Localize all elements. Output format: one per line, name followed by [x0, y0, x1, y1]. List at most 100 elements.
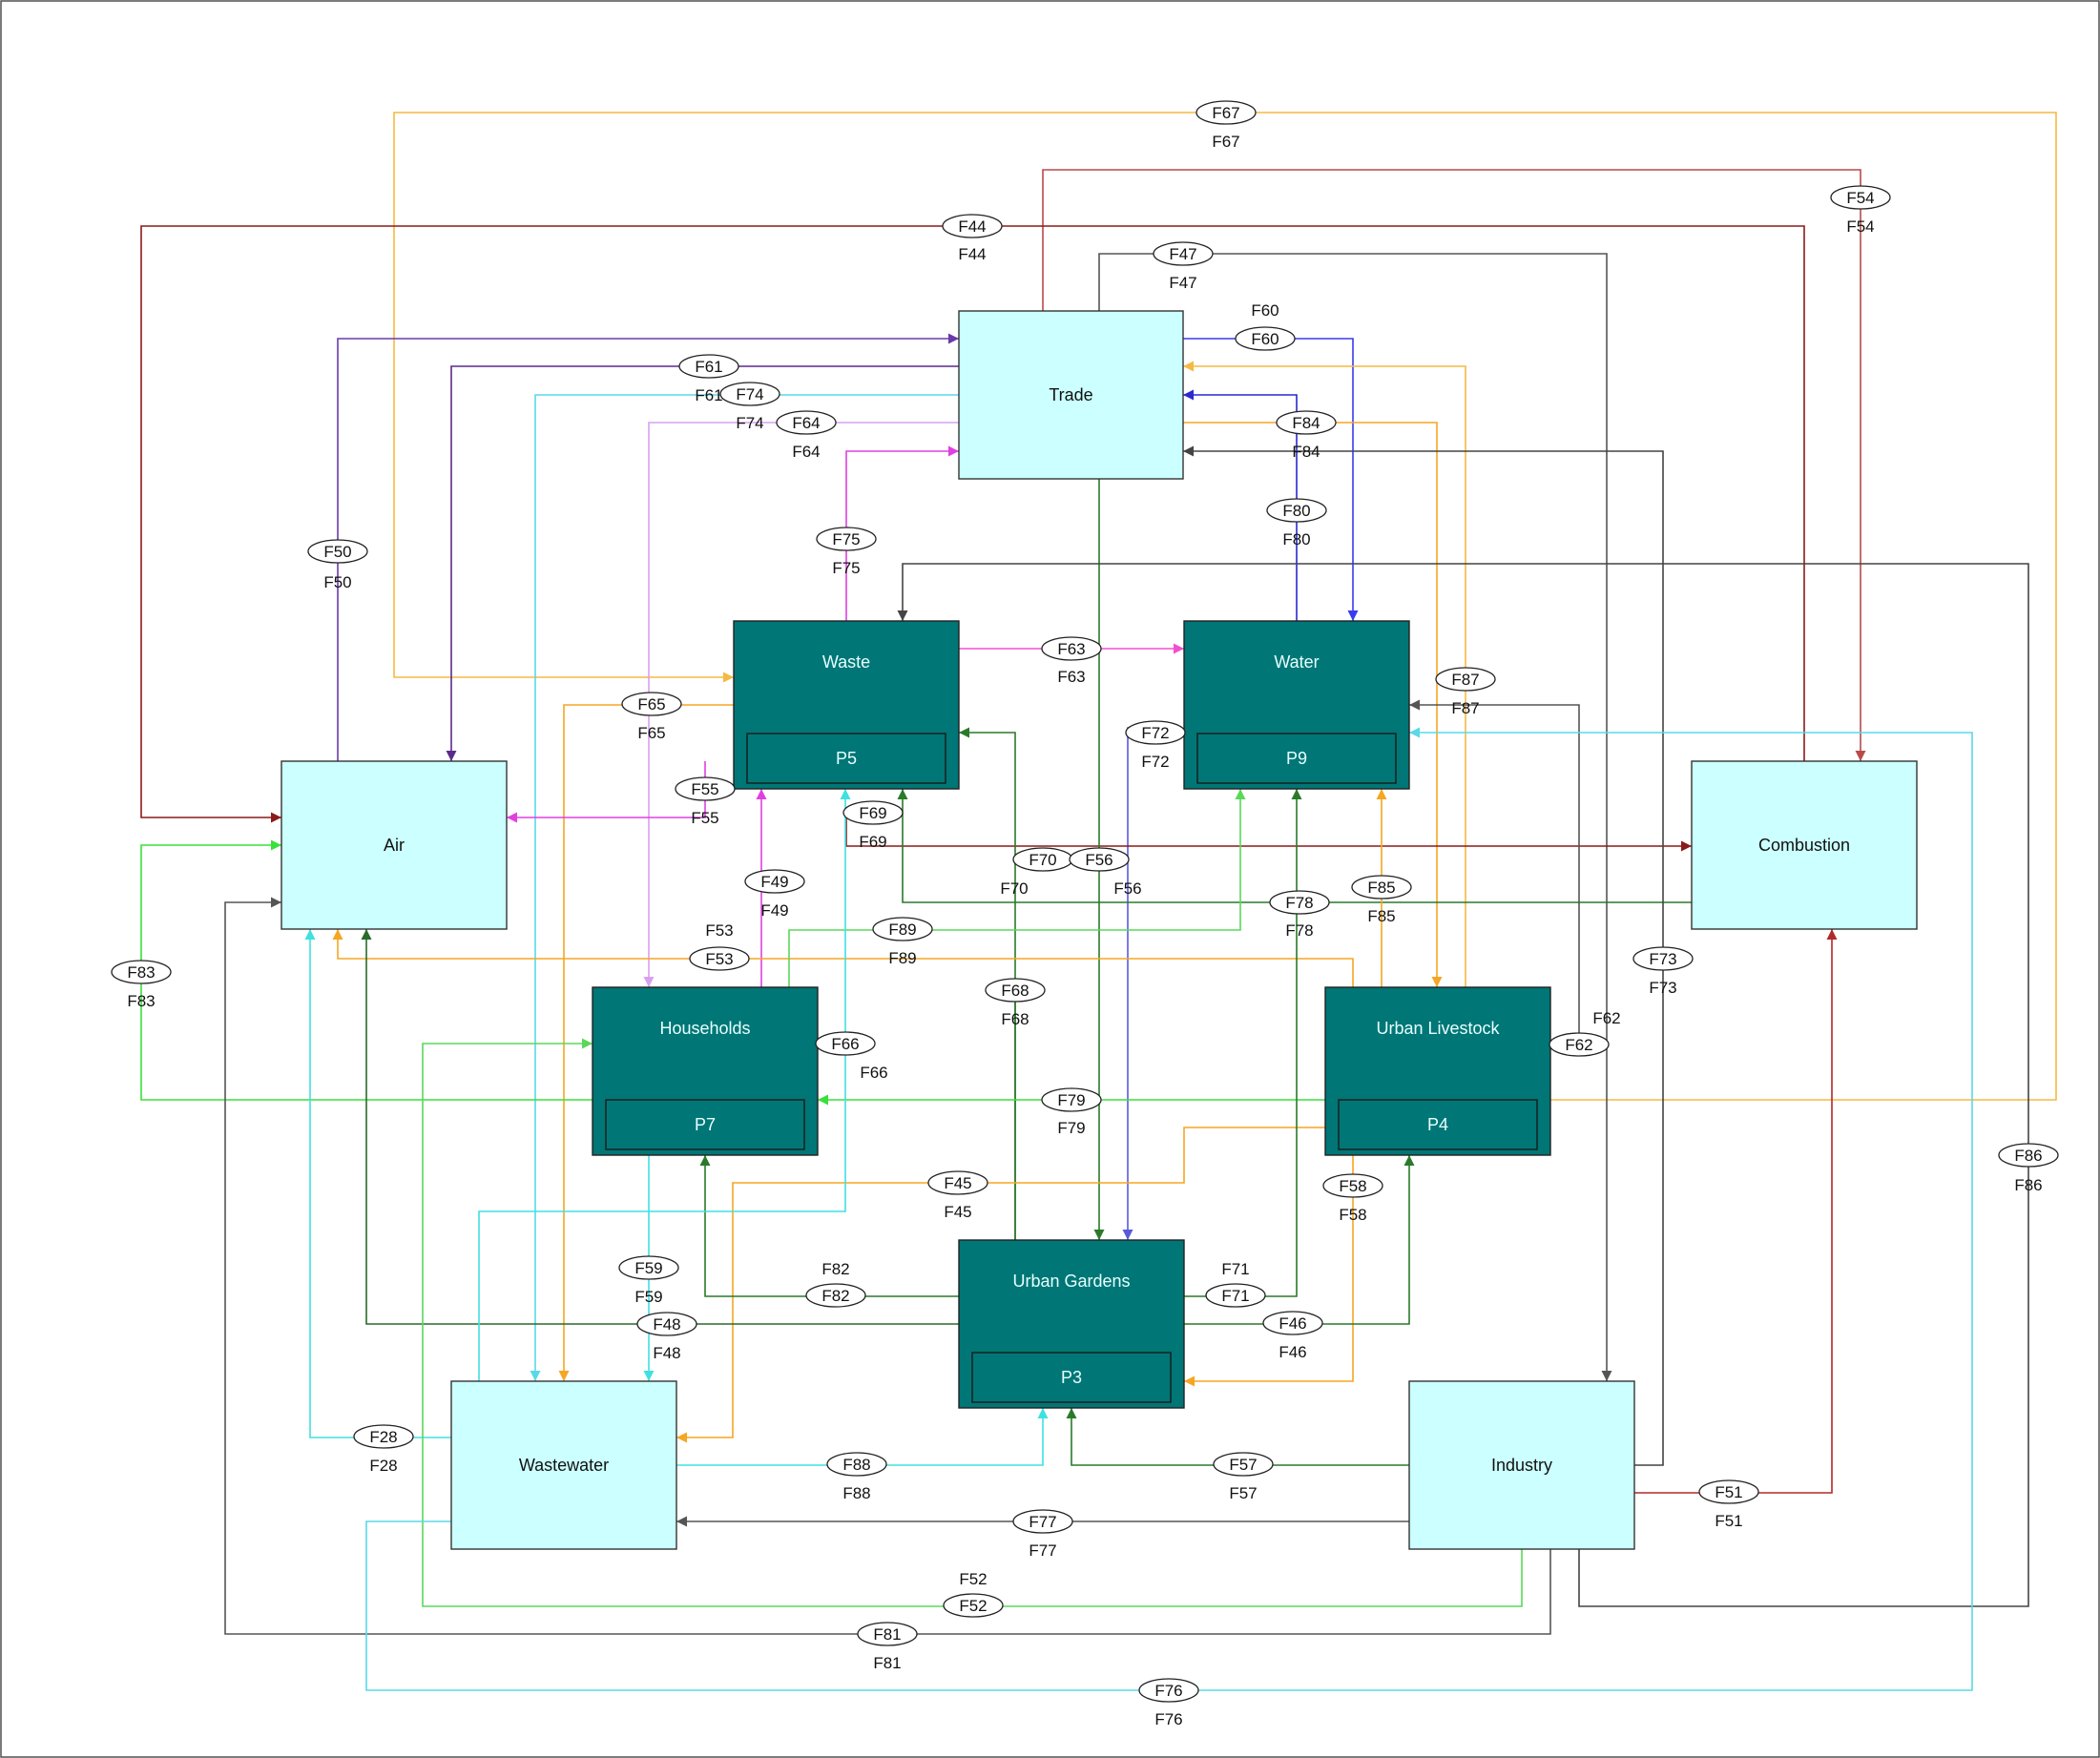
flow-line-f80[interactable] — [1183, 389, 1298, 621]
flow-line-f50[interactable] — [337, 333, 959, 761]
flow-line-f52[interactable] — [422, 1038, 1523, 1607]
flow-line-f64[interactable] — [643, 422, 959, 987]
flow-line-f78[interactable] — [897, 789, 1692, 903]
node-combustion[interactable]: Combustion — [1691, 760, 1918, 930]
flow-line-f74[interactable] — [530, 394, 959, 1381]
flow-caption-f73: F73 — [1649, 979, 1676, 997]
flow-line-f28[interactable] — [304, 929, 451, 1438]
flow-line-f57[interactable] — [1066, 1408, 1409, 1466]
flow-line-f84[interactable] — [1183, 422, 1443, 987]
flow-line-f75[interactable] — [845, 445, 959, 621]
flow-line-f89[interactable] — [788, 789, 1246, 987]
flow-line-f87[interactable] — [1183, 361, 1466, 987]
flow-line-f67[interactable] — [393, 112, 2057, 1101]
node-trade[interactable]: Trade — [958, 310, 1184, 480]
flow-caption-f69: F69 — [859, 833, 886, 851]
flow-line-f86[interactable] — [897, 563, 2029, 1607]
node-air[interactable]: Air — [281, 760, 508, 930]
flow-line-f69[interactable] — [845, 817, 1692, 852]
flow-line-f66-branch[interactable] — [478, 789, 851, 1381]
node-industry[interactable]: Industry — [1408, 1380, 1635, 1550]
node-label-livestock: Urban Livestock — [1376, 1019, 1500, 1038]
flow-line-f48[interactable] — [361, 929, 959, 1325]
flow-caption-f79: F79 — [1057, 1119, 1085, 1137]
flow-line-f82[interactable] — [699, 1155, 959, 1297]
flow-tag-f28: F28 — [369, 1428, 397, 1446]
flow-tag-f89: F89 — [888, 920, 916, 939]
flow-line-f44[interactable] — [140, 225, 1805, 823]
flow-line-f51[interactable] — [1634, 929, 1838, 1494]
flow-caption-f70: F70 — [1000, 879, 1028, 898]
flow-line-f60[interactable] — [1183, 338, 1359, 621]
flow-line-f72[interactable] — [1122, 727, 1155, 1240]
flow-line-f46[interactable] — [1184, 1155, 1415, 1325]
flow-tag-f58: F58 — [1339, 1177, 1366, 1195]
flow-tag-f56: F56 — [1085, 851, 1112, 869]
flow-line-f47[interactable] — [1098, 253, 1612, 1381]
flow-caption-f44: F44 — [958, 245, 986, 263]
flow-line-f88[interactable] — [676, 1408, 1049, 1466]
node-label-waste: Waste — [822, 652, 870, 672]
flow-line-f58[interactable] — [1184, 1155, 1354, 1387]
flow-caption-f58: F58 — [1339, 1206, 1366, 1224]
flow-line-f81[interactable] — [224, 897, 1551, 1635]
flow-tag-f54: F54 — [1846, 189, 1874, 207]
flow-line-f61[interactable] — [446, 365, 959, 761]
node-wastewater[interactable]: Wastewater — [450, 1380, 677, 1550]
flow-line-f54[interactable] — [1042, 169, 1866, 761]
